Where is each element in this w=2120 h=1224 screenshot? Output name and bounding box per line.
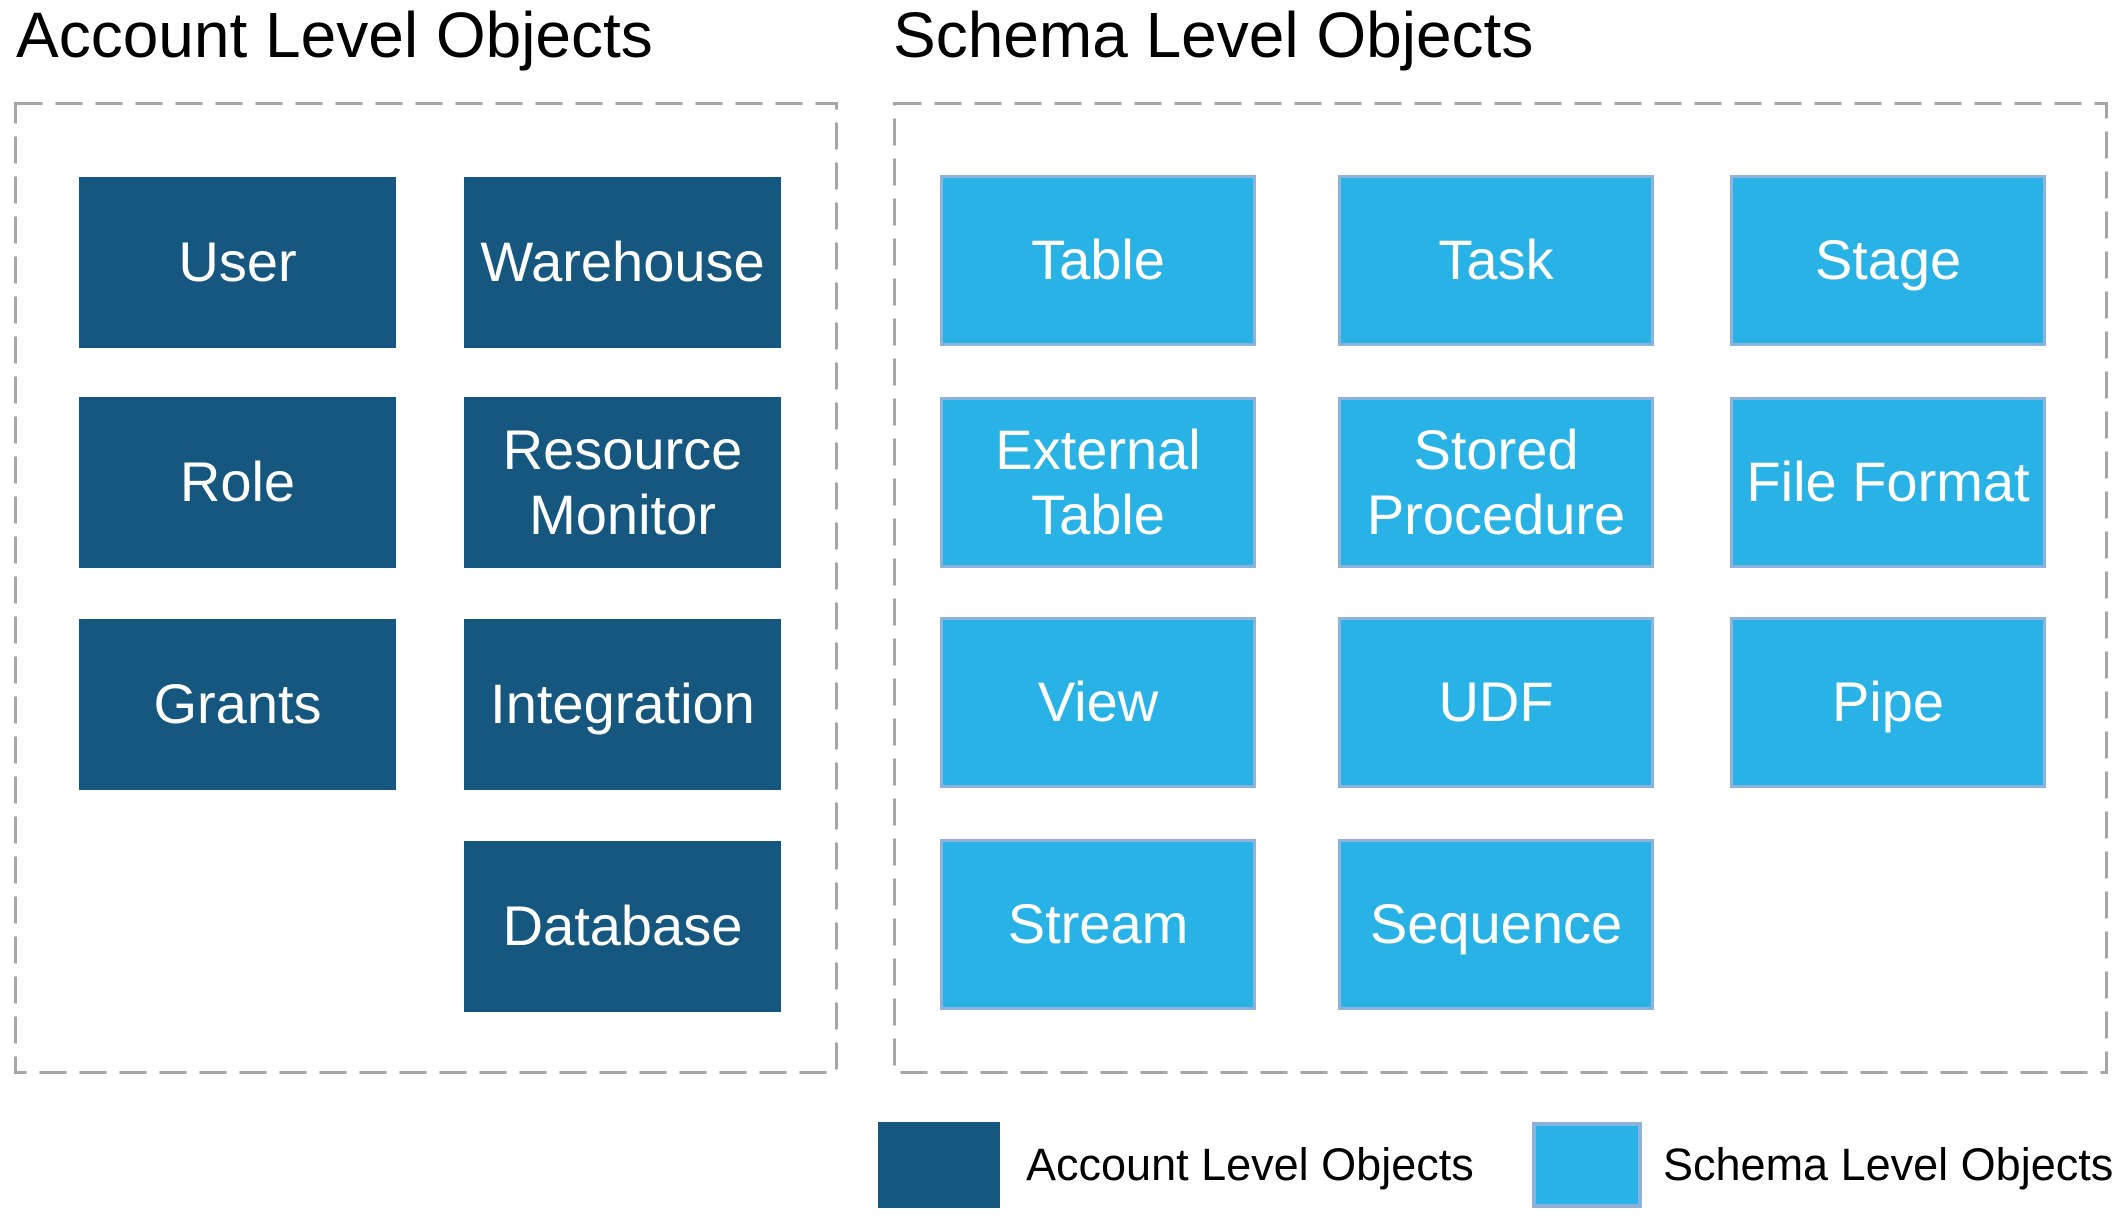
schema-box-view: View xyxy=(940,617,1256,788)
legend-label-schema-level: Schema Level Objects xyxy=(1663,1139,2114,1190)
legend-label-account-level: Account Level Objects xyxy=(1026,1139,1474,1190)
schema-box-stream: Stream xyxy=(940,839,1256,1010)
account-box-resource-monitor: Resource Monitor xyxy=(464,397,781,568)
schema-box-udf: UDF xyxy=(1338,617,1654,788)
account-box-grants: Grants xyxy=(79,619,396,790)
account-box-integration: Integration xyxy=(464,619,781,790)
schema-box-file-format: File Format xyxy=(1730,397,2046,568)
account-box-database: Database xyxy=(464,841,781,1012)
legend-swatch-schema-level xyxy=(1532,1122,1642,1208)
account-box-role: Role xyxy=(79,397,396,568)
schema-box-table: Table xyxy=(940,175,1256,346)
schema-section-title: Schema Level Objects xyxy=(893,0,1534,71)
schema-box-sequence: Sequence xyxy=(1338,839,1654,1010)
schema-box-external-table: External Table xyxy=(940,397,1256,568)
schema-box-task: Task xyxy=(1338,175,1654,346)
account-box-user: User xyxy=(79,177,396,348)
schema-panel: Table Task Stage External Table Stored P… xyxy=(893,102,2108,1074)
legend: Account Level Objects Schema Level Objec… xyxy=(0,1122,2120,1208)
account-section-title: Account Level Objects xyxy=(16,0,653,71)
schema-box-stored-procedure: Stored Procedure xyxy=(1338,397,1654,568)
schema-box-stage: Stage xyxy=(1730,175,2046,346)
account-panel-dashed-border xyxy=(14,102,838,1074)
account-panel: User Warehouse Role Resource Monitor Gra… xyxy=(14,102,838,1074)
legend-swatch-account-level xyxy=(878,1122,1000,1208)
schema-panel-dashed-border xyxy=(893,102,2108,1074)
account-box-warehouse: Warehouse xyxy=(464,177,781,348)
schema-box-pipe: Pipe xyxy=(1730,617,2046,788)
